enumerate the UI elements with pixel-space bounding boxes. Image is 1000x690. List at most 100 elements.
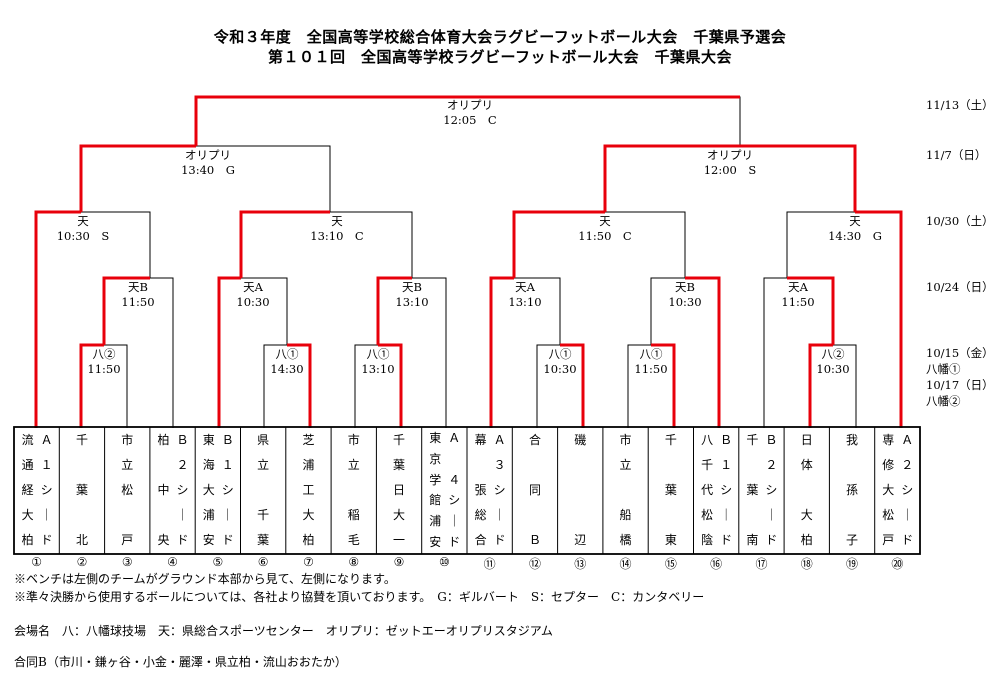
team-number: ⑭ <box>619 557 632 571</box>
team-name-char: ド <box>493 533 506 547</box>
team-name-char: 流 <box>21 433 34 447</box>
team-name-char: ｜ <box>176 508 189 522</box>
match-venue: オリプリ <box>447 98 493 112</box>
team-cell: 千葉日大一 <box>376 428 421 553</box>
team-number: ⑮ <box>664 557 677 571</box>
team-name-column: 専修大松戸 <box>882 428 894 553</box>
team-name-char: 千 <box>257 508 270 522</box>
team-name-char: 館 <box>429 493 442 508</box>
team-name-char <box>574 503 586 528</box>
match-r2-2: 天A 10:30 <box>223 280 283 310</box>
team-name-char: 葉 <box>746 483 759 497</box>
team-name-char <box>846 453 858 478</box>
date-r1-c: 10/17（日） <box>926 378 994 392</box>
team-name-char: シ <box>901 483 914 497</box>
team-name-char: 立 <box>121 458 134 472</box>
title-line-1: 令和３年度 全国高等学校総合体育大会ラグビーフットボール大会 千葉県予選会 <box>213 28 787 46</box>
match-time: 11:50 C <box>578 229 632 243</box>
date-semi: 11/7（日） <box>926 148 987 162</box>
team-name-char: 陰 <box>701 533 714 547</box>
team-name-char: 県 <box>257 433 270 447</box>
date-r1-d: 八幡② <box>926 394 961 408</box>
match-time: 13:10 <box>508 295 542 309</box>
team-number: ⑪ <box>483 557 496 571</box>
team-name-char <box>157 503 169 528</box>
match-venue: 八① <box>548 347 572 361</box>
team-name-char: 日 <box>800 433 813 447</box>
team-name-char: シ <box>493 483 506 497</box>
match-time: 12:05 C <box>443 113 497 127</box>
team-name-column: 市立稲毛 <box>348 428 360 553</box>
team-name-column: 柏中央 <box>157 428 169 553</box>
team-name-char: 同 <box>528 483 541 497</box>
team-name-char: 大 <box>800 508 813 522</box>
match-r2-1: 天B 11:50 <box>108 280 168 310</box>
team-name-char <box>76 503 88 528</box>
team-name-char: ｜ <box>493 508 506 522</box>
match-time: 10:30 <box>668 295 702 309</box>
team-name-char: 合 <box>474 533 487 547</box>
match-qf-2: 天 13:10 C <box>287 214 387 244</box>
team-name-char: 立 <box>257 458 270 472</box>
team-number: ⑨ <box>393 555 405 569</box>
team-number: ⑲ <box>846 557 859 571</box>
match-final: オリプリ 12:05 C <box>420 98 520 128</box>
note-bench: ※ベンチは左側のチームがグラウンド本部から見て、左側になります。 <box>14 572 396 586</box>
team-number: ⑦ <box>303 555 314 569</box>
match-semi-left: オリプリ 13:40 G <box>158 148 258 178</box>
team-name-char: 立 <box>619 458 632 472</box>
match-qf-3: 天 11:50 C <box>555 214 655 244</box>
team-name-char: 東 <box>429 431 442 445</box>
team-name-char: 修 <box>882 458 895 472</box>
match-r2-5: 天B 10:30 <box>655 280 715 310</box>
team-name-char <box>257 478 269 503</box>
match-venue: 天 <box>77 214 89 228</box>
match-venue: 八① <box>639 347 663 361</box>
team-name-char: シ <box>720 483 733 497</box>
match-time: 10:30 <box>543 362 577 376</box>
team-name-char <box>529 503 541 528</box>
team-name-char: 南 <box>746 533 759 547</box>
team-name-char: 磯 <box>574 433 587 447</box>
team-name-char: 張 <box>474 483 487 497</box>
team-name-char: 大 <box>302 508 315 522</box>
team-name-char: ｜ <box>901 508 914 522</box>
match-venue: オリプリ <box>707 148 753 162</box>
match-venue: オリプリ <box>185 148 231 162</box>
team-name-column: 千葉北 <box>76 428 88 553</box>
team-name-char: ｜ <box>720 508 733 522</box>
team-name-char: 工 <box>302 483 315 497</box>
team-number: ⑯ <box>710 557 723 571</box>
team-name-char: 辺 <box>574 533 587 547</box>
team-name-char: 戸 <box>121 533 134 547</box>
match-r1-6: 八② 10:30 <box>803 347 863 377</box>
team-name-char: 我 <box>846 433 859 447</box>
team-name-column: 我孫子 <box>846 428 858 553</box>
team-name-char: ｜ <box>40 508 53 522</box>
team-name-column: 八千代松陰 <box>701 428 713 553</box>
team-name-char: 日 <box>393 483 406 497</box>
team-name-column: 日体大柏 <box>801 428 813 553</box>
team-name-char <box>665 503 677 528</box>
team-number: ④ <box>167 555 178 569</box>
team-name-char: 京 <box>429 451 442 466</box>
match-time: 10:30 <box>236 295 270 309</box>
match-r1-3: 八① 13:10 <box>348 347 408 377</box>
team-name-char: １ <box>720 458 733 472</box>
match-venue: 八① <box>366 347 390 361</box>
team-number: ① <box>31 555 43 569</box>
team-name-char: 千 <box>75 433 88 447</box>
match-time: 14:30 G <box>828 229 882 243</box>
team-name-char: ２ <box>765 458 778 472</box>
